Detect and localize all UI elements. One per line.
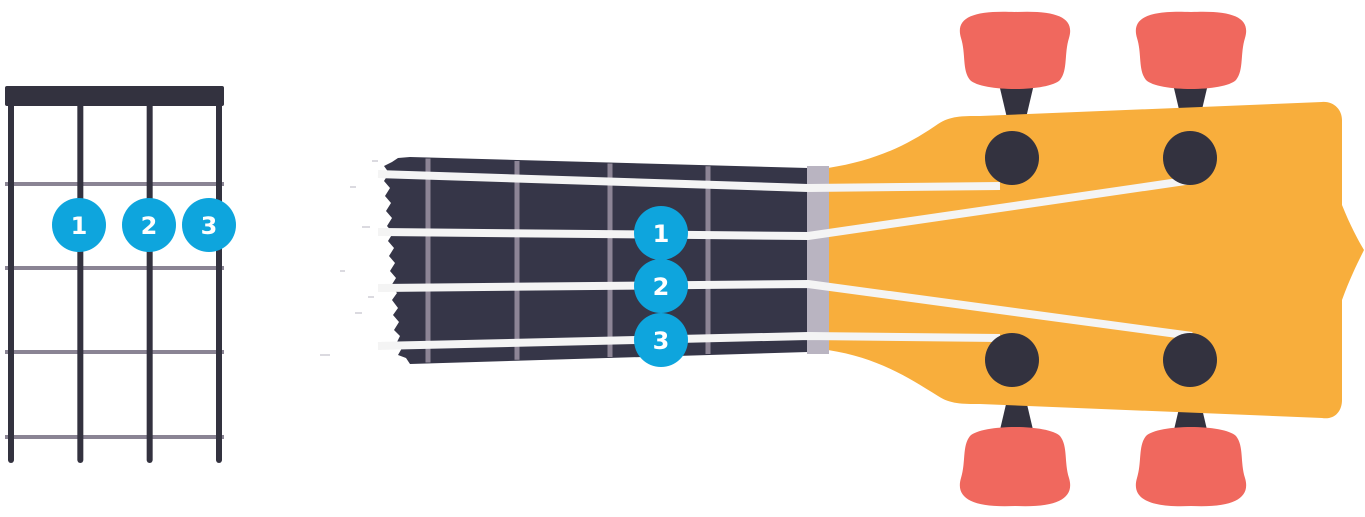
neck-finger-dot-3: 3 xyxy=(634,313,688,367)
chord-finger-dot-3: 3 xyxy=(182,198,236,252)
tuner-button-bottom-right xyxy=(1136,400,1246,506)
finger-number: 1 xyxy=(653,220,670,248)
neck-finger-dot-1: 1 xyxy=(634,206,688,260)
tuner-knob-icon xyxy=(960,427,1070,506)
finger-number: 2 xyxy=(141,212,158,240)
tuner-post-bottom-left xyxy=(985,333,1039,387)
ukulele-neck: 1 2 3 xyxy=(320,12,1364,507)
chord-diagram: 1 2 3 xyxy=(5,86,236,460)
chord-finger-dot-1: 1 xyxy=(52,198,106,252)
finger-number: 2 xyxy=(653,273,670,301)
neck-nut xyxy=(807,166,829,354)
chord-finger-dots: 1 2 3 xyxy=(52,198,236,252)
tuner-button-bottom-left xyxy=(960,400,1070,506)
tuner-knob-icon xyxy=(1136,427,1246,506)
tuner-post-top-right xyxy=(1163,131,1217,185)
chord-finger-dot-2: 2 xyxy=(122,198,176,252)
tuner-knob-icon xyxy=(1136,12,1246,89)
chord-string-lines xyxy=(11,96,219,460)
tuner-button-top-left xyxy=(960,12,1070,118)
finger-number: 3 xyxy=(653,327,670,355)
headstock xyxy=(828,102,1364,418)
finger-number: 1 xyxy=(71,212,88,240)
neck-finger-dot-2: 2 xyxy=(634,259,688,313)
neck-finger-dots: 1 2 3 xyxy=(634,206,688,367)
fretboard-texture xyxy=(320,160,378,356)
tuner-knob-icon xyxy=(960,12,1070,89)
finger-number: 3 xyxy=(201,212,218,240)
tuner-peg-icon xyxy=(999,84,1034,118)
tuner-post-top-left xyxy=(985,131,1039,185)
tuner-button-top-right xyxy=(1136,12,1246,118)
tuner-post-bottom-right xyxy=(1163,333,1217,387)
chord-nut xyxy=(5,86,224,106)
